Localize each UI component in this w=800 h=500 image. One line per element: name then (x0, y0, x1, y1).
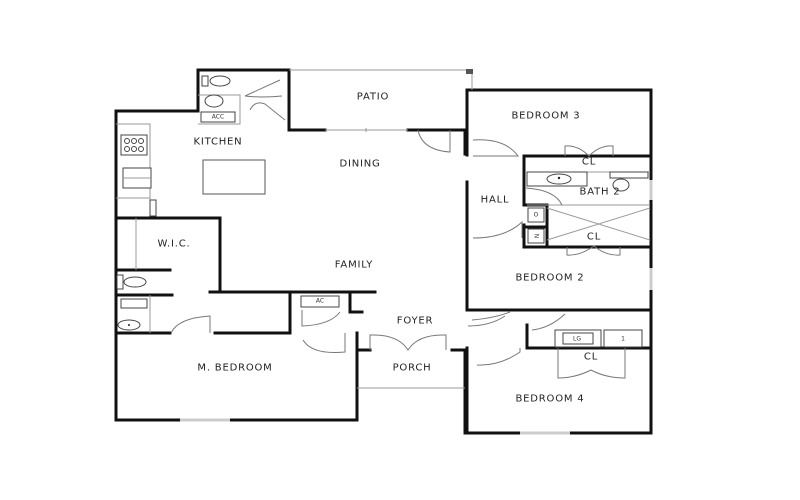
room-label-closet-bedroom-3: CL (581, 156, 597, 168)
room-label-master-bedroom: M. BEDROOM (197, 362, 273, 374)
room-label-bedroom-2: BEDROOM 2 (515, 272, 585, 284)
room-label-bedroom-4: BEDROOM 4 (515, 393, 585, 405)
room-label-closet-bedroom-4: CL (583, 351, 599, 363)
thin-lines (116, 69, 653, 435)
fixture-label-dryer: 1 (621, 335, 625, 343)
room-label-family: FAMILY (334, 259, 374, 271)
fixture-label-shelf-n: N (532, 233, 540, 239)
room-label-hall: HALL (480, 194, 510, 206)
fixtures (116, 75, 649, 348)
fixture-label-shelf-o: O (533, 211, 539, 219)
door-swings (170, 79, 626, 379)
fixture-label-washer: LG (573, 335, 581, 343)
room-label-bath-2: BATH 2 (579, 186, 621, 198)
room-label-kitchen: KITCHEN (193, 136, 243, 148)
room-label-patio: PATIO (356, 91, 390, 103)
fixture-label-acc: ACC (211, 113, 225, 121)
room-label-porch: PORCH (392, 362, 432, 374)
room-label-dining: DINING (339, 158, 381, 170)
walls (114, 68, 653, 435)
room-label-bedroom-3: BEDROOM 3 (511, 110, 581, 122)
room-label-closet-bedroom-2: CL (586, 231, 602, 243)
fixture-label-ac: AC (315, 297, 325, 305)
room-label-foyer: FOYER (396, 315, 434, 327)
room-label-wic: W.I.C. (157, 238, 191, 250)
